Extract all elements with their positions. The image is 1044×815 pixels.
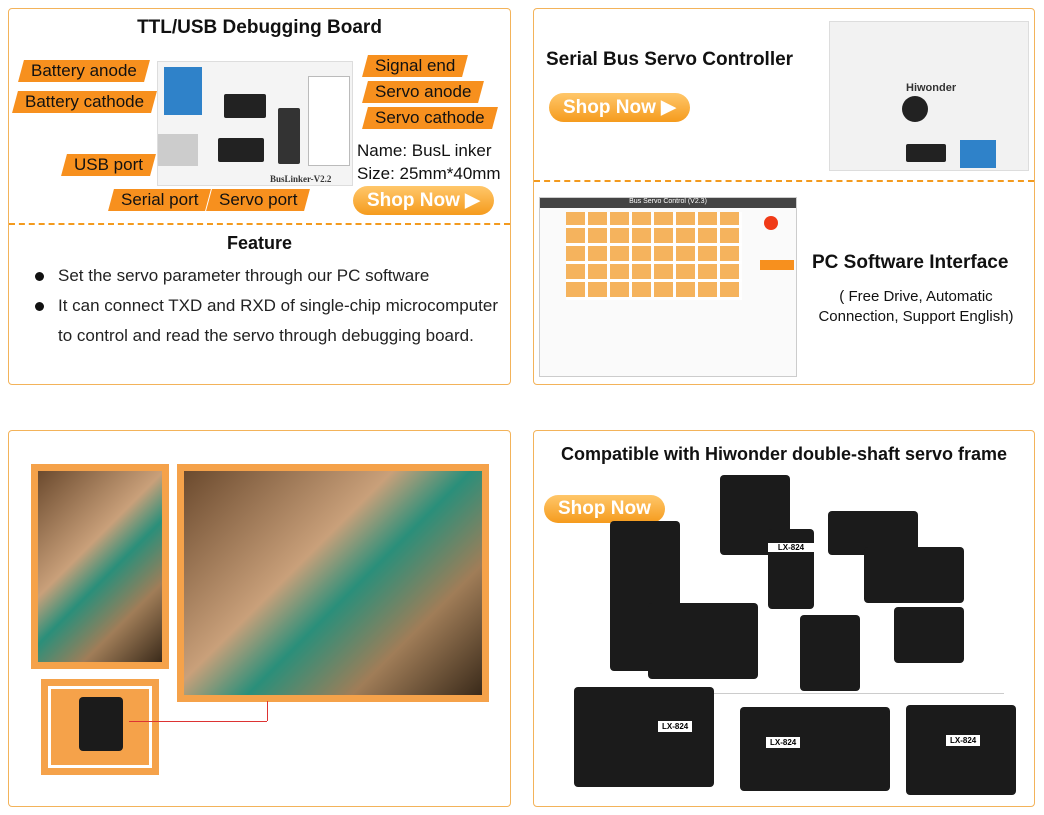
- feature-item: It can connect TXD and RXD of single-chi…: [35, 291, 505, 351]
- board-print: BusLinker-V2.2: [270, 174, 332, 184]
- bracket-image: [894, 607, 964, 663]
- servo-thumbnail: [41, 679, 159, 775]
- debug-board-image: BusLinker-V2.2: [157, 61, 353, 186]
- debug-board-title: TTL/USB Debugging Board: [137, 17, 382, 38]
- servo-label: LX-824: [946, 735, 981, 746]
- controller-panel: Serial Bus Servo Controller Shop Now ▶ H…: [533, 8, 1035, 385]
- installation-photo-panel: [8, 430, 511, 807]
- divider: [534, 180, 1034, 182]
- board-name: Name: BusL inker: [357, 141, 492, 160]
- servo-assembly-image: LX-824: [740, 707, 890, 791]
- feature-title: Feature: [226, 233, 293, 253]
- feature-item: Set the servo parameter through our PC s…: [35, 261, 505, 291]
- controller-title: Serial Bus Servo Controller: [546, 49, 794, 70]
- board-size: Size: 25mm*40mm: [357, 164, 501, 183]
- servo-label: LX-824: [658, 721, 693, 732]
- installation-photo-small: [31, 464, 169, 669]
- software-screenshot: Bus Servo Control (V2.3): [539, 197, 797, 377]
- servo-assembly-image: LX-824: [906, 705, 1016, 795]
- label-signal-end: Signal end: [362, 55, 469, 77]
- software-title: PC Software Interface: [812, 252, 1009, 273]
- debug-board-shop-now-button[interactable]: Shop Now ▶: [353, 186, 494, 215]
- label-servo-cathode: Servo cathode: [362, 107, 498, 129]
- controller-shop-now-button[interactable]: Shop Now ▶: [549, 93, 690, 122]
- bracket-image: [864, 547, 964, 603]
- board-print: Hiwonder: [906, 82, 957, 94]
- label-battery-anode: Battery anode: [18, 60, 150, 82]
- servo-image: LX-824: [768, 529, 814, 609]
- servo-assembly-image: LX-824: [574, 687, 714, 787]
- installation-photo-large: [177, 464, 489, 702]
- servo-frame-title: Compatible with Hiwonder double-shaft se…: [560, 444, 1008, 464]
- software-subtitle: ( Free Drive, Automatic Connection, Supp…: [818, 288, 1014, 325]
- servo-label: LX-824: [766, 737, 801, 748]
- bracket-image: [800, 615, 860, 691]
- servo-frame-panel: Compatible with Hiwonder double-shaft se…: [533, 430, 1035, 807]
- software-window-title: Bus Servo Control (V2.3): [540, 198, 796, 208]
- label-servo-port: Servo port: [206, 189, 311, 211]
- label-battery-cathode: Battery cathode: [12, 91, 158, 113]
- servo-frame-shop-now-button[interactable]: Shop Now: [544, 495, 665, 523]
- bracket-image: [648, 603, 758, 679]
- label-servo-anode: Servo anode: [362, 81, 485, 103]
- label-serial-port: Serial port: [108, 189, 212, 211]
- controller-board-image: Hiwonder: [829, 21, 1029, 171]
- servo-label: LX-824: [768, 543, 814, 552]
- label-usb-port: USB port: [61, 154, 156, 176]
- divider: [9, 223, 510, 225]
- debug-board-panel: TTL/USB Debugging Board BusLinker-V2.2 B…: [8, 8, 511, 385]
